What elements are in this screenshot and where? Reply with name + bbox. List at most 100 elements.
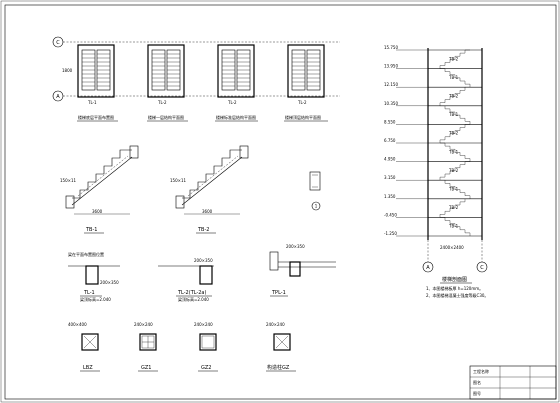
flight-id: TB-2 — [197, 227, 209, 233]
level-label: -1.250 — [384, 231, 397, 236]
plan-4: TL-2 楼梯顶层结构平面图 — [284, 44, 328, 122]
axis-label-top: C — [56, 40, 60, 46]
level-label: 10.350 — [384, 101, 398, 106]
column-section — [139, 333, 157, 351]
plan-tag: TL-2 — [297, 100, 307, 105]
plan-outline — [147, 44, 185, 98]
beam-tl1: 梁在平面布置图位置 200×350 TL-1 梁顶标高=2.040 — [68, 251, 120, 302]
landing-wall — [269, 251, 279, 271]
column-gz: 240×240 构造柱GZ — [266, 322, 296, 372]
column-size: 240×240 — [194, 322, 213, 327]
plan-outline — [77, 44, 115, 98]
beam-tl2: 200×350 TL-2(TL-2a) 梁顶标高=2.040 — [158, 258, 214, 302]
column-id: GZ2 — [201, 365, 211, 371]
plan-outline — [287, 44, 325, 98]
plan-tag: TL-2 — [227, 100, 237, 105]
section-flight — [439, 124, 470, 143]
axis-label-left: A — [426, 265, 430, 271]
beam-note: 梁顶标高=2.040 — [178, 296, 209, 302]
title-block-cell: 图名 — [473, 379, 481, 385]
level-label: 4.950 — [384, 157, 396, 162]
plan-3: TL-2 楼梯标准层结构平面图 — [215, 44, 258, 122]
column-ties — [201, 335, 215, 349]
level-label: -0.450 — [384, 212, 397, 217]
section-flight — [439, 198, 470, 218]
beam-size: 200×350 — [194, 258, 213, 263]
rebar-line — [77, 155, 129, 197]
section-bottom-dims: 2400×2400 — [440, 245, 464, 250]
beam-id: TL-1 — [83, 290, 95, 296]
column-id: GZ1 — [141, 365, 151, 371]
level-label: 1.350 — [384, 194, 396, 199]
beam-id: TL-2(TL-2a) — [177, 290, 206, 296]
level-label: 8.550 — [384, 119, 396, 124]
beam-id: TPL-1 — [271, 290, 286, 296]
section-flight-label: TB-1 — [448, 224, 459, 229]
section-flight-label: TB-1 — [448, 187, 459, 192]
plan-1: TL-1 楼梯底层平面布置图 — [77, 44, 118, 122]
level-label: 3.150 — [384, 175, 396, 180]
plan-tag: TL-1 — [87, 100, 97, 105]
section-flight — [440, 105, 471, 125]
beam-size: 200×350 — [286, 244, 305, 249]
beam-tpl1: 200×350 TPL-1 — [269, 244, 336, 297]
section-flight-label: TB-2 — [448, 205, 459, 210]
plan-outline — [217, 44, 255, 98]
column-lbz: 400×400 LBZ — [68, 322, 100, 372]
flight-tb1: 3600 150×11 TB-1 — [60, 145, 139, 234]
section-flight — [439, 87, 470, 106]
flight-steps — [72, 149, 132, 199]
flight-soffit — [181, 156, 243, 206]
section-flight-label: TB-2 — [448, 94, 459, 99]
section-flight-label: TB-2 — [448, 131, 459, 136]
column-ties — [275, 335, 289, 349]
title-block-cell: 工程名称 — [473, 368, 489, 374]
section-note-2: 2、本图楼梯混凝土强度等级C30。 — [426, 292, 488, 298]
flight-rise: 150×11 — [60, 178, 77, 183]
flight-span: 3600 — [92, 209, 103, 214]
beam-head: 梁在平面布置图位置 — [68, 251, 104, 257]
title-block: 工程名称 图名 图号 — [469, 365, 557, 400]
flight-rise: 150×11 — [170, 178, 187, 183]
detail-1: 1 — [309, 171, 321, 211]
column-ties — [141, 335, 155, 349]
landing-beam — [289, 261, 301, 277]
detail-circle-label: 1 — [315, 204, 318, 209]
level-label: 6.750 — [384, 138, 396, 143]
plan-tag: TL-2 — [157, 100, 167, 105]
axis-bubble-right — [476, 261, 488, 273]
rebar-line — [187, 155, 239, 197]
column-section — [199, 333, 217, 351]
beam-note: 梁顶标高=2.040 — [80, 296, 111, 302]
frame-border — [4, 4, 557, 400]
beam-section — [199, 265, 213, 285]
column-size: 240×240 — [134, 322, 153, 327]
stair-section: 15.75013.95012.15010.3508.5506.7504.9503… — [384, 45, 488, 298]
section-flight — [440, 217, 471, 236]
flight-soffit — [71, 156, 133, 206]
section-flight — [439, 49, 470, 69]
level-label: 13.950 — [384, 64, 398, 69]
plan-steps — [82, 53, 110, 87]
title-block-frame — [469, 365, 557, 400]
section-flight-label: TB-2 — [448, 56, 459, 61]
flight-span: 3600 — [202, 209, 213, 214]
section-flight — [440, 142, 471, 162]
support-beam-high — [239, 145, 249, 159]
section-flight-label: TB-1 — [448, 149, 459, 154]
plan-steps — [222, 53, 250, 87]
plan-caption: 楼梯标准层结构平面图 — [216, 114, 256, 120]
section-levels: 15.75013.95012.15010.3508.5506.7504.9503… — [384, 45, 482, 237]
column-id: 构造柱GZ — [267, 364, 290, 371]
column-size: 240×240 — [266, 322, 285, 327]
axis-label-right: C — [480, 265, 484, 271]
section-flight-label: TB-1 — [448, 112, 459, 117]
section-flight-label: TB-2 — [448, 168, 459, 173]
section-note-1: 1、本图楼梯板厚 h=120mm。 — [426, 285, 483, 291]
column-ties — [83, 335, 97, 349]
section-flight — [440, 180, 471, 199]
flight-id: TB-1 — [85, 227, 97, 233]
column-section — [81, 333, 99, 351]
plan-caption: 楼梯一层结构平面图 — [148, 114, 184, 120]
